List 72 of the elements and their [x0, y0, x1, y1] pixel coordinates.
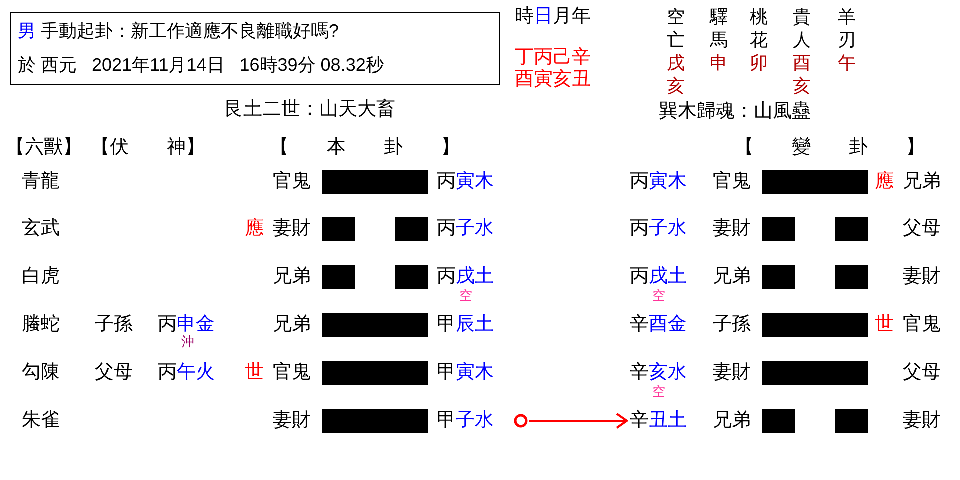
- branch-label: 辛丑土: [630, 409, 687, 433]
- branch-label: 甲寅木: [437, 361, 494, 385]
- marker-label: 世: [875, 313, 894, 337]
- pillar-heading: 時日月年: [515, 5, 591, 29]
- column-heading: 【 本 卦 】: [270, 136, 460, 160]
- relation-label: 官鬼: [903, 313, 941, 337]
- star-label: 羊刃: [838, 6, 856, 52]
- relation-label: 兄弟: [273, 265, 311, 289]
- relation-label: 妻財: [273, 217, 311, 241]
- column-heading: 【伏 神】: [91, 136, 205, 160]
- void-mark: 空: [652, 288, 666, 303]
- star-branch: 午: [838, 52, 856, 75]
- relation-label: 父母: [903, 217, 941, 241]
- relation-label: 妻財: [903, 265, 941, 289]
- date-text: 於 西元 2021年11月14日 16時39分 08.32秒: [18, 54, 384, 77]
- relation-label: 兄弟: [903, 170, 941, 194]
- relation-label: 官鬼: [713, 170, 751, 194]
- hexagram-title: 艮土二世：山天大畜: [224, 98, 396, 122]
- beast-label: 螣蛇: [22, 313, 60, 337]
- moving-line-circle: [514, 414, 528, 428]
- star-label: 空亡: [667, 6, 685, 52]
- beast-label: 青龍: [22, 170, 60, 194]
- branch-label: 丙子水: [630, 217, 687, 241]
- relation-label: 妻財: [713, 217, 751, 241]
- column-heading: 【 變 卦 】: [735, 136, 925, 160]
- branch-label: 丙申金: [158, 313, 215, 335]
- branch-label: 甲辰土: [437, 313, 494, 337]
- star-label: 桃花: [750, 6, 768, 52]
- hexagram-title: 巽木歸魂：山風蠱: [659, 100, 811, 124]
- void-mark: 空: [460, 288, 472, 303]
- branch-label: 丙寅木: [630, 170, 687, 194]
- relation-label: 兄弟: [713, 265, 751, 289]
- marker-label: 世: [245, 361, 264, 385]
- question-box: [10, 12, 500, 85]
- star-branch: 卯: [750, 52, 768, 75]
- star-branch: 申: [710, 52, 728, 75]
- marker-label: 應: [875, 170, 894, 194]
- relation-label: 妻財: [273, 409, 311, 433]
- branch-label: 丙午火: [158, 361, 215, 385]
- star-label: 貴人: [793, 6, 811, 52]
- column-heading: 【六獸】: [6, 136, 82, 160]
- void-mark: 空: [652, 384, 666, 399]
- star-label: 驛馬: [710, 6, 728, 52]
- branch-row: 酉寅亥丑: [515, 68, 591, 92]
- beast-label: 玄武: [22, 217, 60, 241]
- star-branch: 酉亥: [793, 52, 811, 98]
- relation-label: 妻財: [713, 361, 751, 385]
- relation-label: 子孫: [713, 313, 751, 337]
- beast-label: 勾陳: [22, 361, 60, 385]
- branch-label: 丙戌土: [437, 265, 494, 289]
- relation-label: 官鬼: [273, 361, 311, 385]
- arrow: [529, 412, 628, 430]
- clash-mark: 沖: [182, 334, 194, 349]
- question-text: 男 手動起卦：新工作適應不良離職好嗎?: [18, 20, 340, 43]
- relation-label: 父母: [95, 361, 133, 385]
- branch-label: 丙戌土: [630, 265, 687, 289]
- star-branch: 戌亥: [667, 52, 685, 98]
- beast-label: 朱雀: [22, 409, 60, 433]
- relation-label: 官鬼: [273, 170, 311, 194]
- branch-label: 丙子水: [437, 217, 494, 241]
- relation-label: 兄弟: [713, 409, 751, 433]
- relation-label: 兄弟: [273, 313, 311, 337]
- beast-label: 白虎: [22, 265, 60, 289]
- branch-label: 辛酉金: [630, 313, 687, 337]
- stem-row-text: 丁丙己辛: [515, 46, 591, 69]
- relation-label: 妻財: [903, 409, 941, 433]
- marker-label: 應: [245, 217, 264, 241]
- relation-label: 子孫: [95, 313, 133, 337]
- branch-label: 辛亥水: [630, 361, 687, 385]
- branch-label: 甲子水: [437, 409, 494, 433]
- branch-label: 丙寅木: [437, 170, 494, 194]
- relation-label: 父母: [903, 361, 941, 385]
